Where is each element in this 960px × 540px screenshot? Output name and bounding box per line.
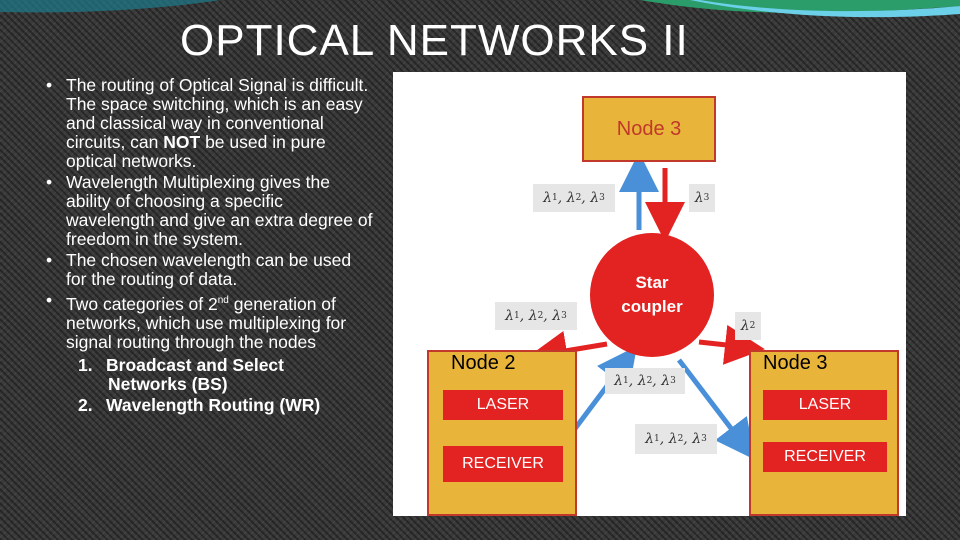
arrow-star-to-node3 [677,358,756,460]
star-coupler-label: Star [635,273,669,292]
bullet-text: Two categories of 2 [66,293,218,314]
star-coupler: Star coupler [590,233,714,357]
bullet-text: The routing of Optical Signal is difficu… [66,75,369,152]
node-2-title: Node 2 [451,352,516,374]
bullet-item: The chosen wavelength can be used for th… [44,251,374,289]
node-3-top: Node 3 [582,96,716,162]
star-coupler-label: coupler [621,297,683,316]
category-item: 2. Wavelength Routing (WR) [78,394,374,415]
header-swoosh-decoration [0,0,960,18]
node-2-panel: Node 2 LASER RECEIVER [427,350,577,516]
category-label: Wavelength Routing (WR) [106,394,321,415]
bullet-text: generation of networks, which use multip… [66,293,347,352]
page-title: OPTICAL NETWORKS II [180,16,689,65]
node-3-title: Node 3 [763,352,828,374]
node-3-panel: Node 3 LASER RECEIVER [749,350,899,516]
bullet-item: The routing of Optical Signal is difficu… [44,76,374,171]
bullet-item: Two categories of 2nd generation of netw… [44,291,374,415]
node-2-receiver: RECEIVER [443,446,563,482]
category-label: Broadcast and Select [106,354,284,375]
bullet-item: Wavelength Multiplexing gives the abilit… [44,173,374,249]
arrow-star-to-node3-right [698,324,765,365]
bullet-emphasis: NOT [163,132,201,152]
node-3-laser: LASER [763,390,887,420]
bullet-text: be used in pure optical networks. [66,132,326,171]
node-2-laser: LASER [443,390,563,420]
bullet-superscript: nd [217,295,229,306]
node-3-receiver: RECEIVER [763,442,887,472]
category-number: 2. [78,394,93,415]
category-number: 1. [78,354,93,375]
category-label: Networks (BS) [108,373,228,394]
bullet-list: The routing of Optical Signal is difficu… [44,76,374,417]
